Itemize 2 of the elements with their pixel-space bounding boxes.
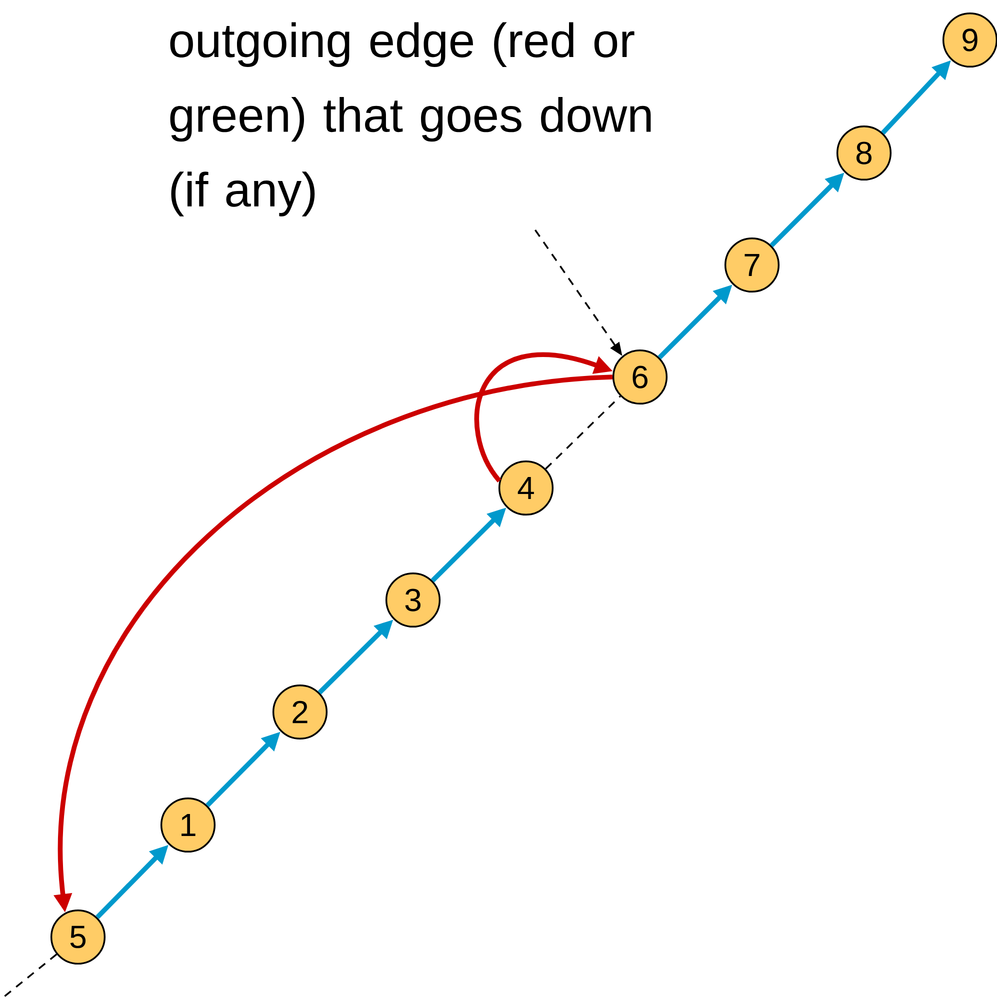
callout-text: outgoing edge (red or green) that goes down (if any) <box>170 22 651 216</box>
dashed-line <box>545 396 621 470</box>
